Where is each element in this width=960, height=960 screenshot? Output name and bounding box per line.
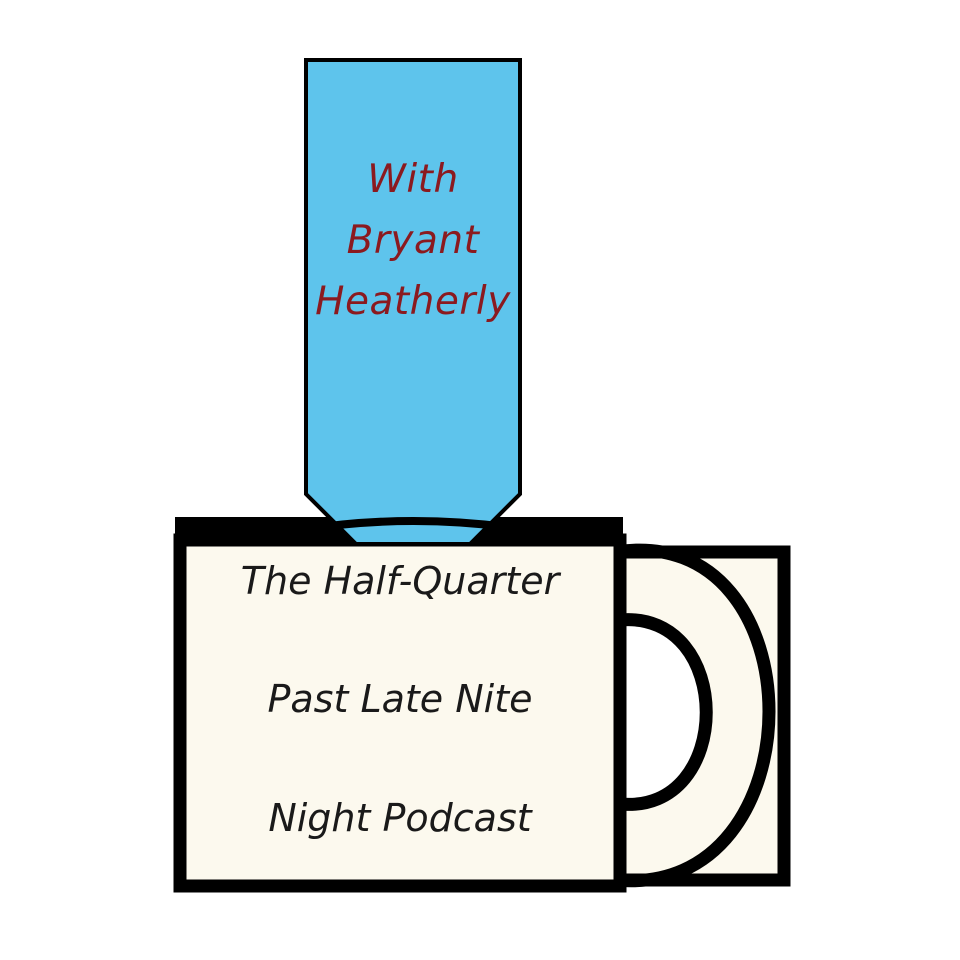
mug-line-title-2: Past Late Nite [267, 677, 533, 721]
mug-rim-curve [299, 517, 529, 534]
tea-tag [304, 58, 522, 546]
tag-line-heatherly: Heatherly [315, 279, 511, 324]
mug-line-title-1: The Half-Quarter [240, 559, 560, 603]
mug-handle [609, 543, 791, 888]
tag-line-bryant: Bryant [346, 218, 480, 263]
tag-line-with: With [367, 157, 459, 202]
mug-line-title-3: Night Podcast [268, 796, 532, 840]
